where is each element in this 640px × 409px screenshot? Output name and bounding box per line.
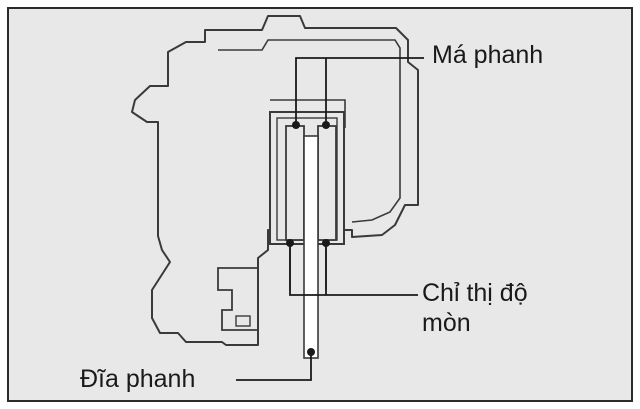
label-wear-indicator: Chỉ thị độ mòn xyxy=(422,278,528,338)
leader-wear-left xyxy=(289,243,418,296)
pad-marker-right xyxy=(322,121,330,129)
caliper-inner-contour xyxy=(218,39,401,223)
pad-marker-left xyxy=(292,121,300,129)
brake-disc xyxy=(303,135,319,359)
bracket-bolt xyxy=(235,315,251,327)
brake-pad-left xyxy=(285,125,305,241)
wear-marker-right xyxy=(322,239,330,247)
brake-pad-right xyxy=(317,125,337,241)
mounting-bracket xyxy=(217,267,259,331)
disc-marker xyxy=(307,348,315,356)
caliper-housing-outline xyxy=(131,15,419,346)
label-brake-pads: Má phanh xyxy=(432,41,544,69)
label-brake-disc: Đĩa phanh xyxy=(80,365,196,393)
label-wear-indicator-line2: mòn xyxy=(422,309,471,337)
wear-marker-left xyxy=(286,239,294,247)
label-wear-indicator-line1: Chỉ thị độ xyxy=(422,279,528,307)
leader-pads-left xyxy=(295,57,424,125)
leader-disc xyxy=(236,352,312,381)
